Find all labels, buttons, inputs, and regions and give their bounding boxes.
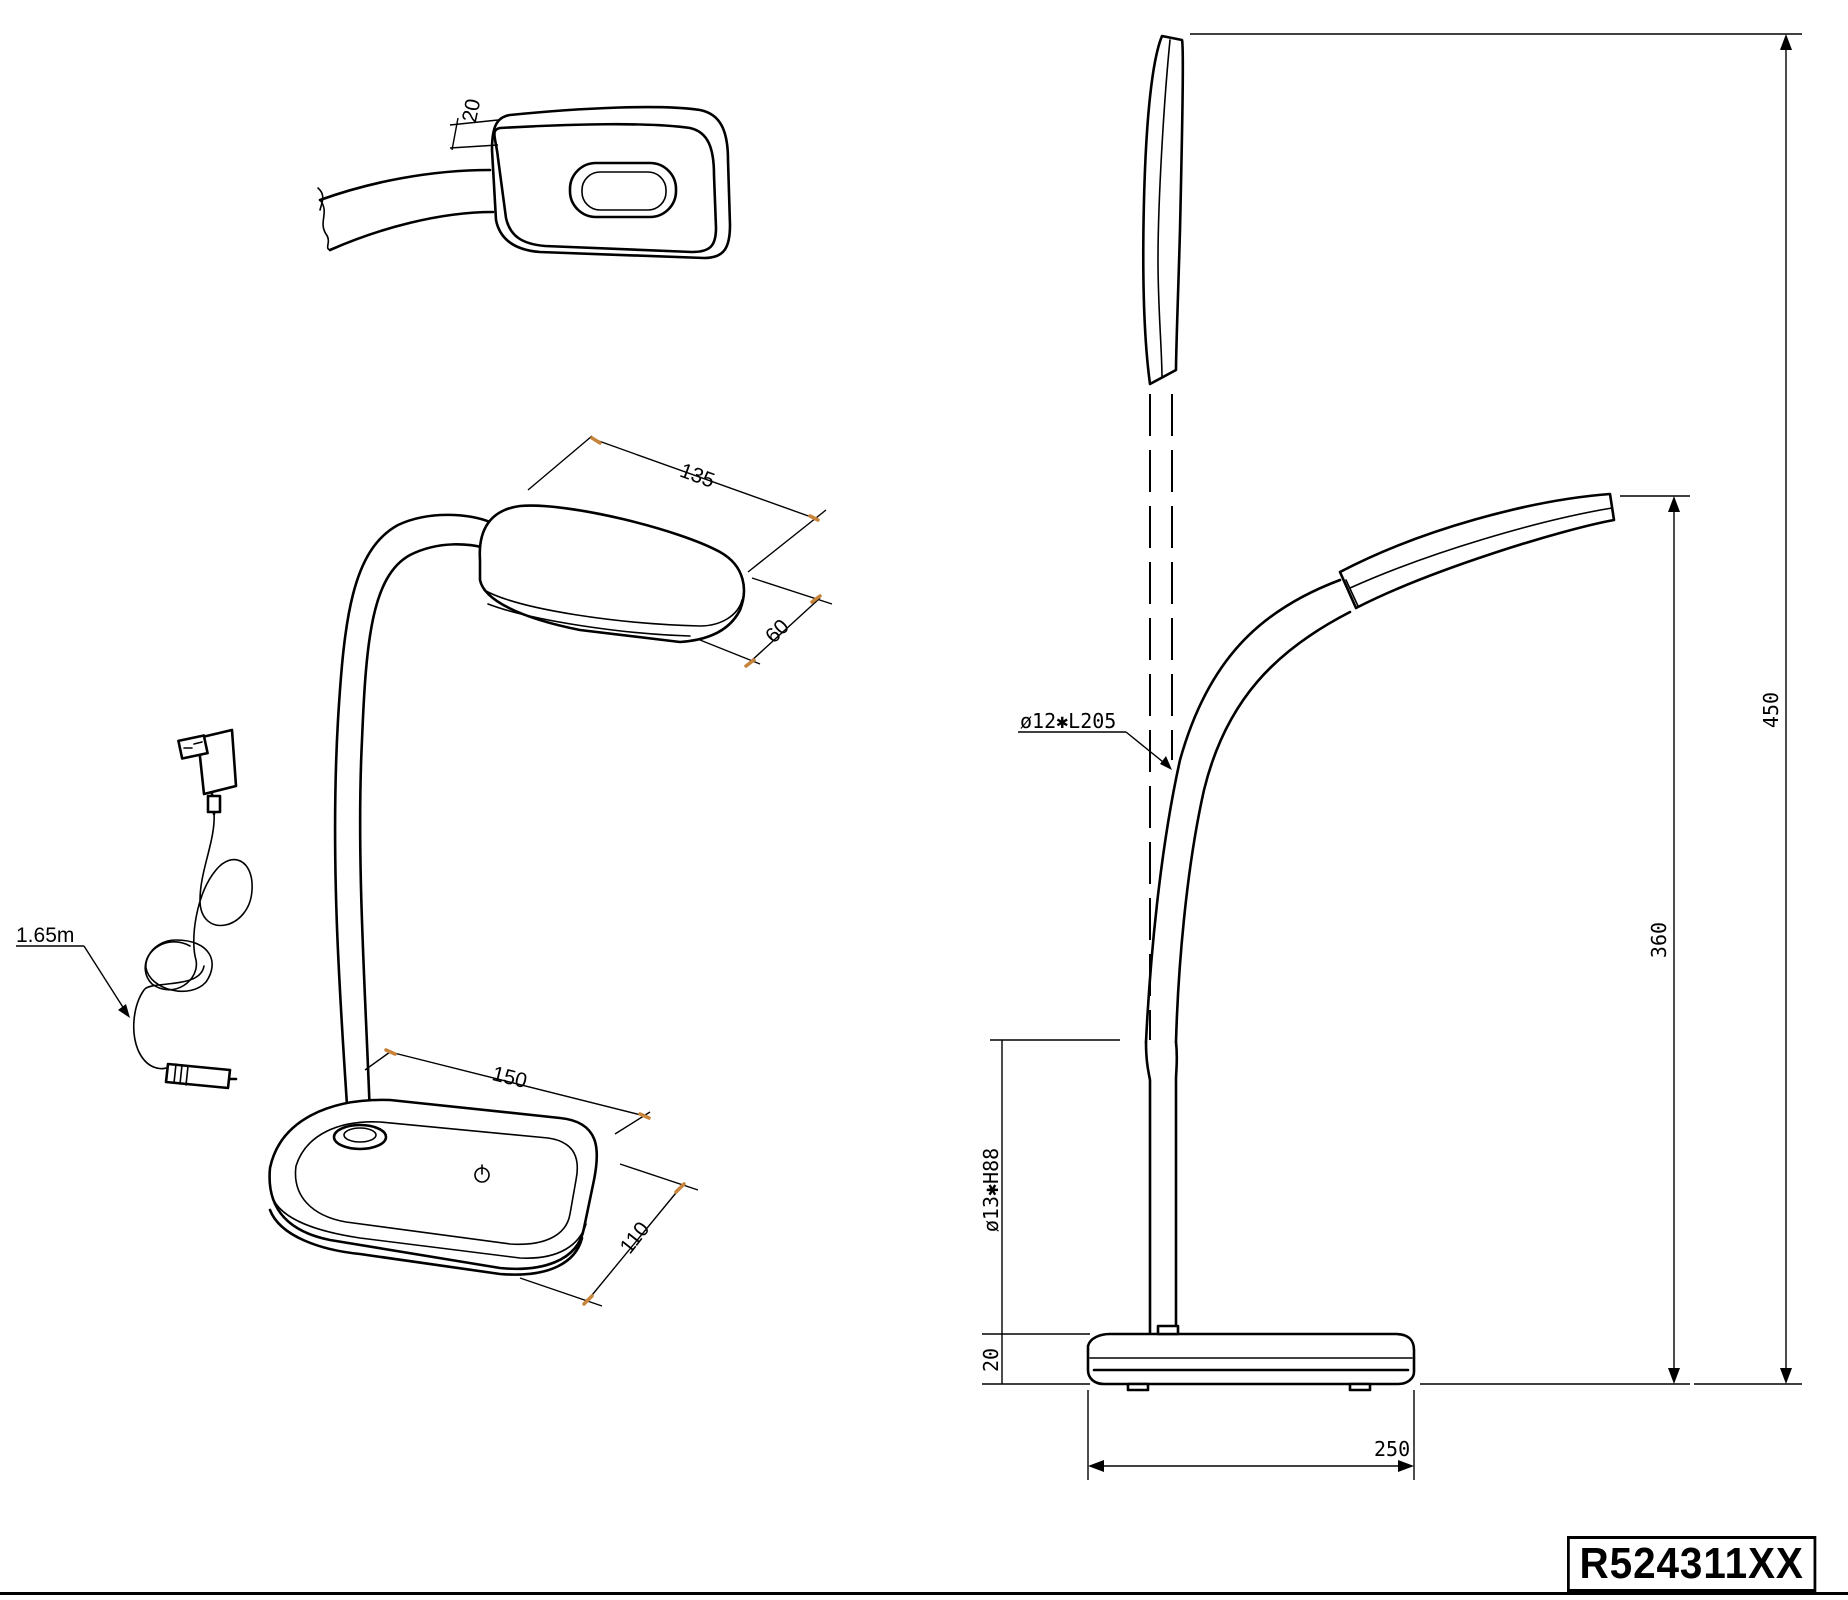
base-height-label: 20: [979, 1348, 1003, 1372]
head-detail-view: 20: [317, 97, 732, 260]
arm-height-label: 360: [1647, 922, 1671, 958]
cable-length-label: 1.65m: [16, 924, 74, 947]
title-block-rule: [0, 1592, 1848, 1595]
power-adapter-view: 1.65m: [16, 728, 253, 1090]
base-width-label: 110: [616, 1218, 655, 1259]
head-length-label: 135: [677, 459, 718, 493]
total-height-label: 450: [1759, 692, 1783, 728]
gooseneck-spec-label: ø12✱L205: [1020, 709, 1116, 733]
head-thickness-label: 20: [458, 97, 485, 125]
base-depth-label: 250: [1374, 1437, 1410, 1461]
stem-spec-label: ø13✱H88: [979, 1148, 1003, 1232]
model-number: R524311XX: [1567, 1536, 1817, 1592]
head-width-label: 60: [761, 615, 794, 648]
base-length-label: 150: [490, 1062, 530, 1093]
lamp-isometric-view: 135 60 150 110: [268, 435, 833, 1307]
lamp-side-elevation: ø12✱L205 ø13✱H88 20 250 360 450: [979, 33, 1802, 1480]
